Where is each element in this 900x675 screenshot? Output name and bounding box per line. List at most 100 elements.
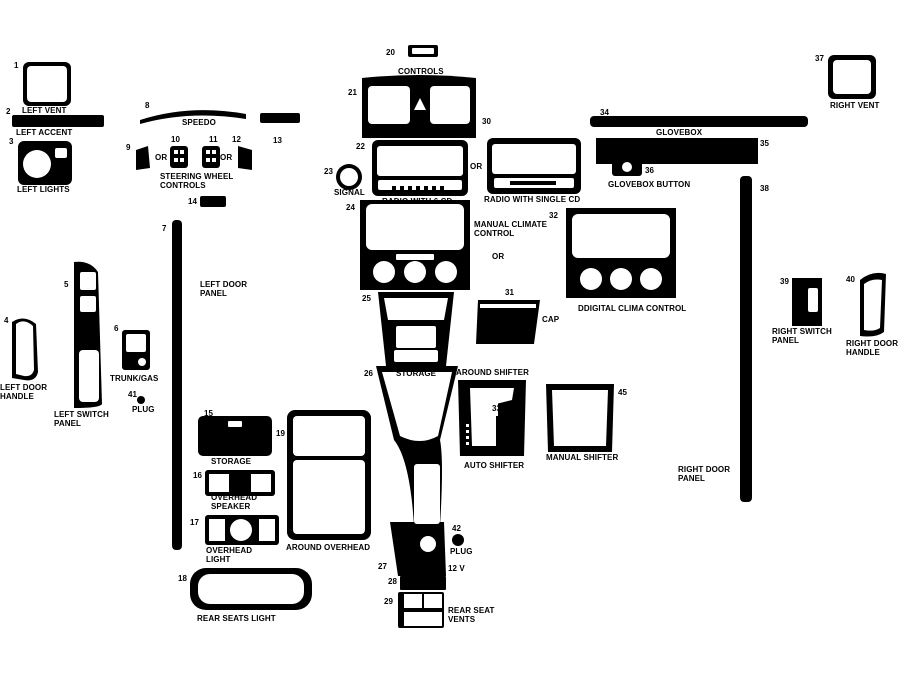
callout-40: 40 (846, 275, 856, 284)
callout-33: 33 (492, 404, 502, 413)
part-14 (200, 196, 226, 207)
part-plug-41 (137, 396, 145, 404)
part-right-door-panel (740, 176, 752, 502)
callout-29: 29 (384, 597, 394, 606)
label-signal: SIGNAL (334, 188, 365, 197)
label-plug-42: PLUG (450, 547, 473, 556)
part-swc-9 (136, 146, 150, 170)
callout-2: 2 (6, 107, 11, 116)
part-swc-11 (202, 146, 220, 168)
label-rear-seat-vents: REAR SEAT VENTS (448, 606, 495, 624)
label-or-1: OR (155, 153, 168, 162)
label-left-vent: LEFT VENT (22, 106, 67, 115)
label-12v: 12 V (448, 564, 465, 573)
part-cap (476, 300, 540, 344)
part-glovebox (596, 138, 758, 164)
callout-7: 7 (162, 224, 167, 233)
callout-35: 35 (760, 139, 770, 148)
callout-12: 12 (232, 135, 242, 144)
label-controls: CONTROLS (398, 67, 444, 76)
part-swc-10 (170, 146, 188, 168)
label-right-vent: RIGHT VENT (830, 101, 880, 110)
label-manual-shifter: MANUAL SHIFTER (546, 453, 619, 462)
label-glovebox: GLOVEBOX (656, 128, 703, 137)
callout-11: 11 (209, 135, 218, 144)
label-overhead-speaker: OVERHEAD SPEAKER (211, 493, 258, 511)
callout-37: 37 (815, 54, 825, 63)
part-glovebox-accent (590, 116, 808, 127)
label-trunk-gas: TRUNK/GAS (110, 374, 159, 383)
callout-45: 45 (618, 388, 628, 397)
part-left-door-panel (172, 220, 182, 550)
callout-36: 36 (645, 166, 655, 175)
part-plug-42 (452, 534, 464, 546)
label-right-switch-panel: RIGHT SWITCH PANEL (772, 327, 832, 345)
callout-38: 38 (760, 184, 770, 193)
label-rear-seats-light: REAR SEATS LIGHT (197, 614, 276, 623)
callout-4: 4 (4, 316, 9, 325)
callout-6: 6 (114, 324, 119, 333)
label-left-door-panel: LEFT DOOR PANEL (200, 280, 248, 298)
label-left-door-handle: LEFT DOOR HANDLE (0, 383, 48, 401)
part-left-accent (12, 115, 104, 127)
label-radio-single-cd: RADIO WITH SINGLE CD (484, 195, 581, 204)
callout-17: 17 (190, 518, 200, 527)
label-manual-climate: MANUAL CLIMATE CONTROL (474, 220, 548, 238)
label-or-4: OR (470, 162, 483, 171)
label-steering-wheel-controls: STEERING WHEEL CONTROLS (160, 172, 234, 190)
callout-1: 1 (14, 61, 19, 70)
label-plug-41: PLUG (132, 405, 155, 414)
callout-31: 31 (505, 288, 515, 297)
callout-9: 9 (126, 143, 131, 152)
callout-26: 26 (364, 369, 374, 378)
label-radio-6cd: RADIO WITH 6 CD (382, 197, 453, 206)
label-right-door-panel: RIGHT DOOR PANEL (678, 465, 731, 483)
label-around-shifter: AROUND SHIFTER (456, 368, 529, 377)
part-13 (260, 113, 300, 123)
callout-34: 34 (600, 108, 610, 117)
callout-5: 5 (64, 280, 69, 289)
label-auto-shifter: AUTO SHIFTER (464, 461, 525, 470)
part-27 (390, 522, 446, 576)
part-speedo (140, 110, 246, 124)
label-cap: CAP (542, 315, 560, 324)
label-overhead-light: OVERHEAD LIGHT (206, 546, 253, 564)
callout-24: 24 (346, 203, 356, 212)
callout-22: 22 (356, 142, 366, 151)
callout-27: 27 (378, 562, 388, 571)
part-swc-12 (238, 146, 252, 170)
label-or-3: OR (492, 252, 505, 261)
callout-21: 21 (348, 88, 358, 97)
label-left-switch-panel: LEFT SWITCH PANEL (54, 410, 109, 428)
callout-13: 13 (273, 136, 283, 145)
callout-32: 32 (549, 211, 559, 220)
label-storage-26: STORAGE (396, 369, 437, 378)
callout-18: 18 (178, 574, 188, 583)
callout-39: 39 (780, 277, 790, 286)
callout-16: 16 (193, 471, 203, 480)
label-right-door-handle: RIGHT DOOR HANDLE (846, 339, 899, 357)
callout-3: 3 (9, 137, 14, 146)
label-around-overhead: AROUND OVERHEAD (286, 543, 371, 552)
callout-42: 42 (452, 524, 462, 533)
part-storage-15 (198, 416, 272, 456)
label-digital-clima: DDIGITAL CLIMA CONTROL (578, 304, 687, 313)
callout-14: 14 (188, 197, 198, 206)
callout-41: 41 (128, 390, 138, 399)
callout-19: 19 (276, 429, 286, 438)
callout-20: 20 (386, 48, 396, 57)
label-left-lights: LEFT LIGHTS (17, 185, 70, 194)
label-left-accent: LEFT ACCENT (16, 128, 73, 137)
callout-15: 15 (204, 409, 214, 418)
callout-30: 30 (482, 117, 492, 126)
callout-10: 10 (171, 135, 181, 144)
callout-8: 8 (145, 101, 150, 110)
label-glovebox-button: GLOVEBOX BUTTON (608, 180, 691, 189)
label-storage-15: STORAGE (211, 457, 252, 466)
label-or-2: OR (220, 153, 233, 162)
label-speedo: SPEEDO (182, 118, 216, 127)
callout-28: 28 (388, 577, 398, 586)
callout-23: 23 (324, 167, 334, 176)
